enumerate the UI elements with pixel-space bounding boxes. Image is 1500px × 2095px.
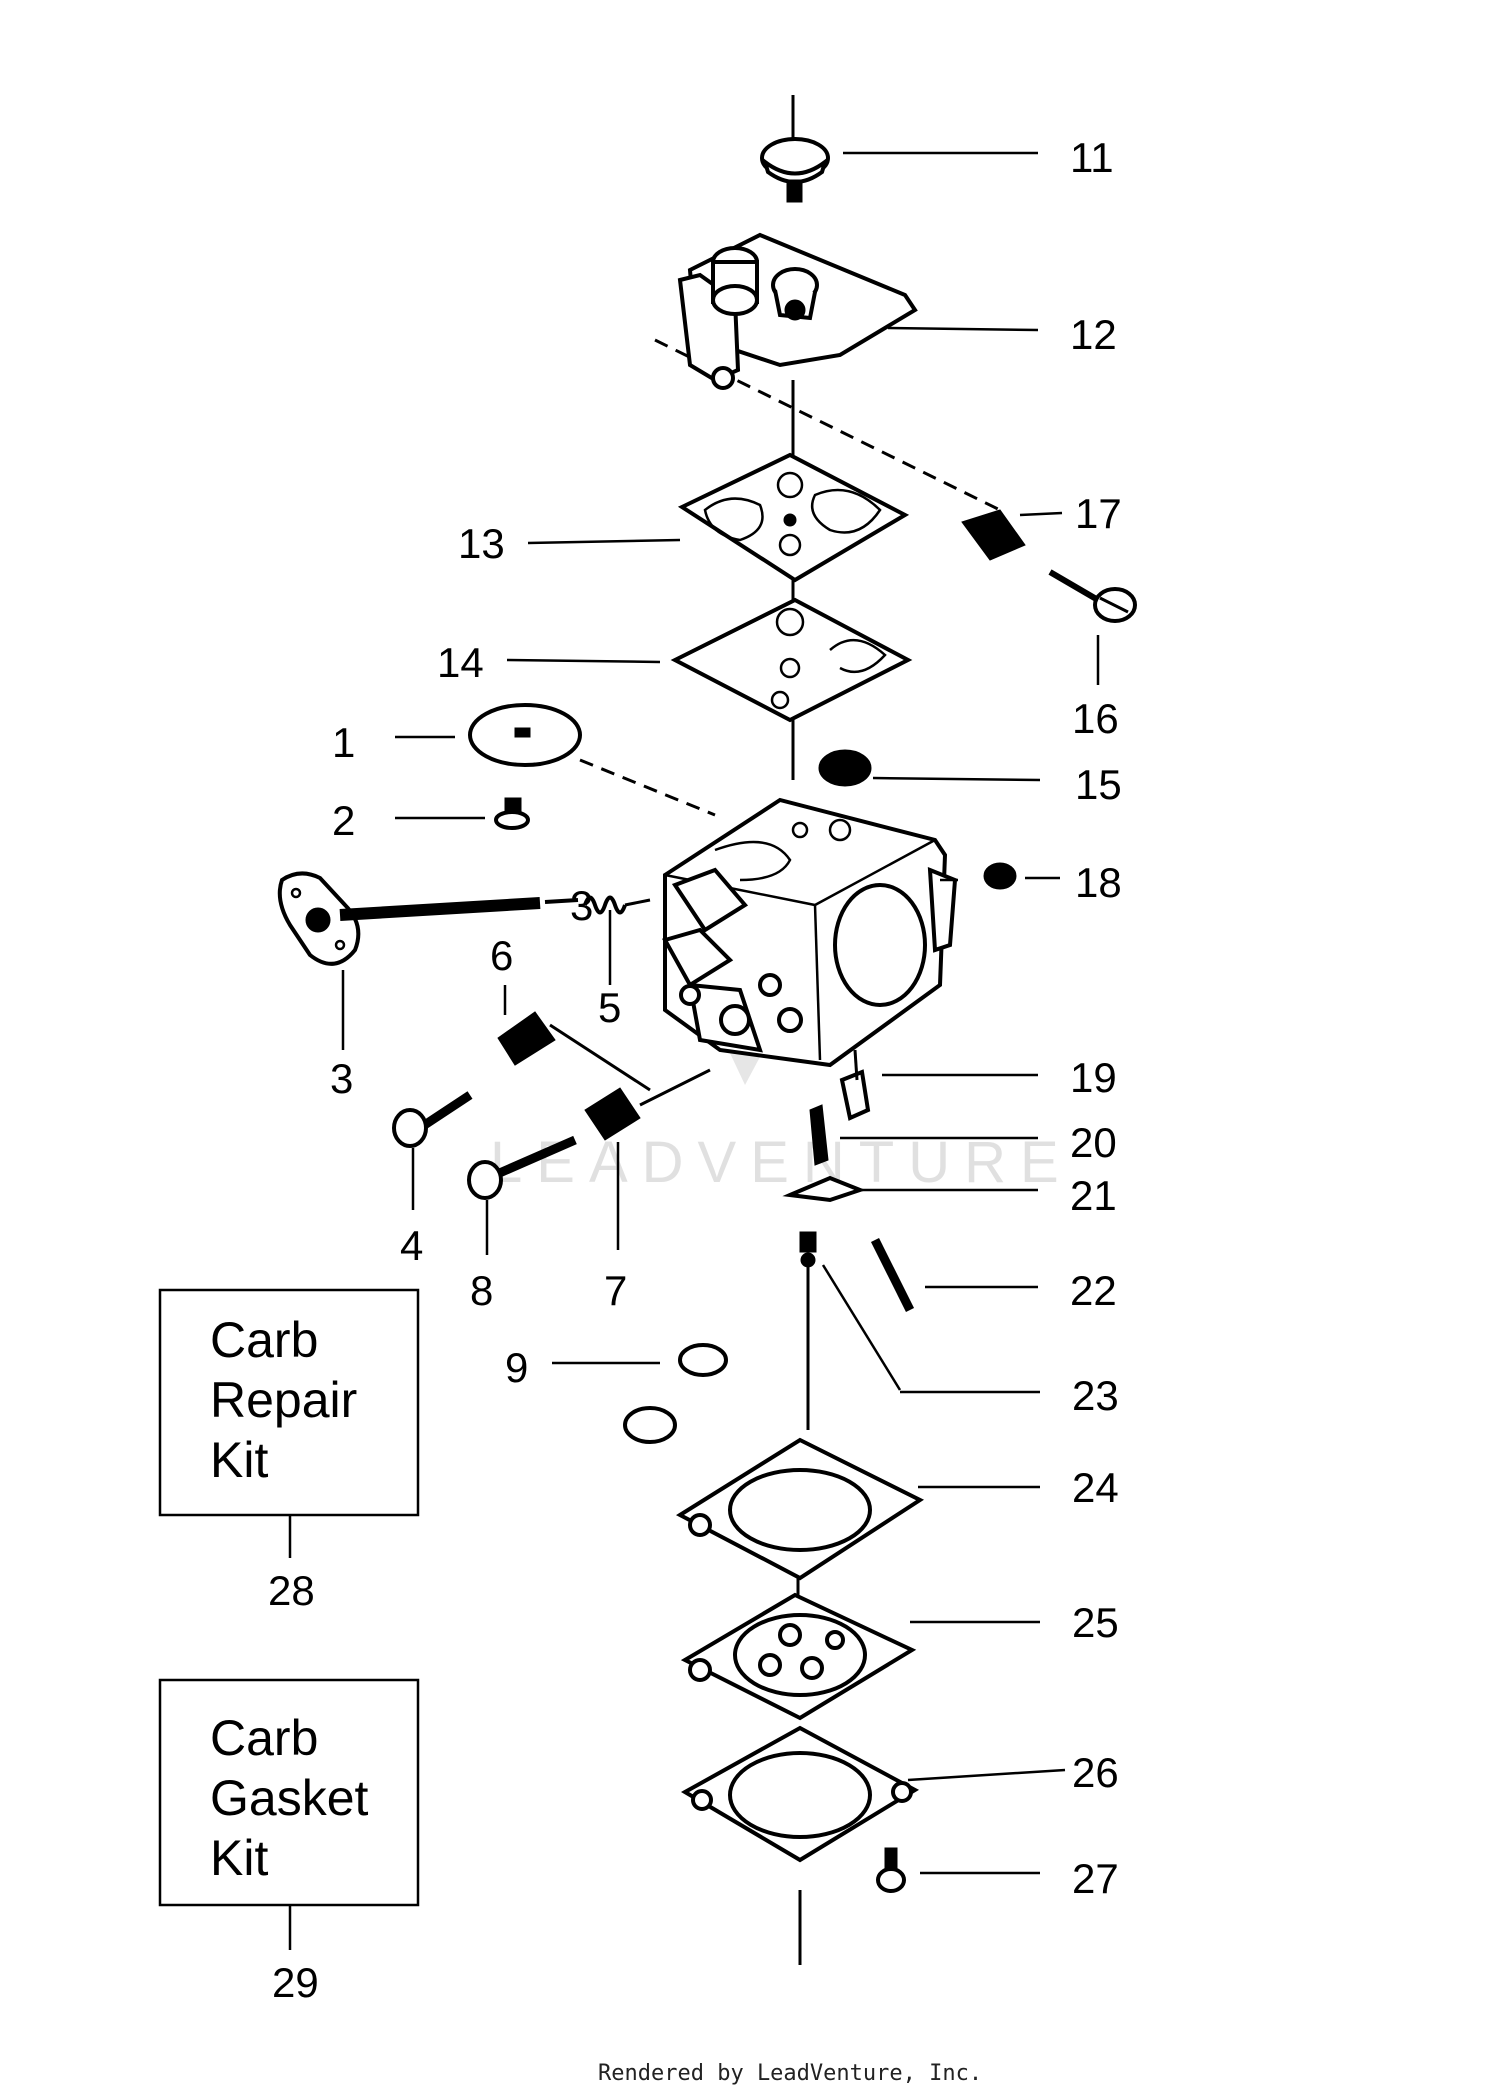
callout-1: 1 (332, 719, 355, 766)
callout-13: 13 (458, 520, 505, 567)
callout-16: 16 (1072, 695, 1119, 742)
callout-20: 20 (1070, 1119, 1117, 1166)
part-7-spring (584, 1068, 711, 1141)
part-16-idle-screw (1048, 569, 1137, 623)
part-24-gasket (675, 1437, 925, 1581)
part-15-plug (818, 749, 872, 787)
callout-7: 7 (604, 1267, 627, 1314)
gasket-kit-line-1: Carb (210, 1710, 318, 1766)
part-25-diaphragm (680, 1592, 917, 1721)
callout-27: 27 (1072, 1855, 1119, 1902)
callout-labels: 11 12 17 13 14 16 15 18 1 2 3 6 5 3 19 2… (268, 134, 1122, 2006)
part-27-screw (876, 1847, 906, 1893)
repair-kit-line-2: Repair (210, 1372, 357, 1428)
callout-21: 21 (1070, 1172, 1117, 1219)
callout-29: 29 (272, 1959, 319, 2006)
part-4-mixture-screw (392, 1091, 473, 1148)
part-19-needle (839, 1049, 871, 1121)
render-credit: Rendered by LeadVenture, Inc. (598, 2061, 982, 2086)
part-8-mixture-screw (467, 1135, 577, 1200)
callout-6: 6 (490, 932, 513, 979)
callout-2: 2 (332, 797, 355, 844)
callout-9: 9 (505, 1344, 528, 1391)
part-14-gasket (670, 597, 913, 723)
callout-8: 8 (470, 1267, 493, 1314)
part-2-screw (494, 797, 530, 830)
repair-kit-line-3: Kit (210, 1432, 268, 1488)
part-3-throttle-spring (583, 895, 651, 915)
leader-lines (341, 151, 1100, 1875)
gasket-kit-line-2: Gasket (210, 1770, 369, 1826)
carb-repair-kit-box: Carb Repair Kit (158, 1288, 420, 1558)
part-11-screw (760, 137, 830, 203)
callout-18: 18 (1075, 859, 1122, 906)
part-13-diaphragm (677, 452, 910, 583)
callout-3: 3 (330, 1055, 353, 1102)
callout-17: 17 (1075, 490, 1122, 537)
part-22-pin (870, 1237, 915, 1313)
part-20-spring (809, 1104, 829, 1166)
callout-5: 5 (598, 984, 621, 1031)
part-6-spring (497, 1011, 651, 1092)
part-12-pump-cover (677, 232, 918, 390)
gasket-kit-line-3: Kit (210, 1830, 268, 1886)
part-9-welch-plugs (623, 1343, 728, 1444)
part-23-screw (799, 1231, 817, 1268)
callout-22: 22 (1070, 1267, 1117, 1314)
part-26-cover (680, 1725, 920, 1863)
watermark-text: LEADVENTURE (490, 1130, 1073, 1195)
callout-19: 19 (1070, 1054, 1117, 1101)
carb-gasket-kit-box: Carb Gasket Kit (158, 1678, 420, 1950)
callout-25: 25 (1072, 1599, 1119, 1646)
carburetor-body (662, 797, 958, 1068)
repair-kit-line-1: Carb (210, 1312, 318, 1368)
callout-23: 23 (1072, 1372, 1119, 1419)
callout-11: 11 (1070, 134, 1114, 181)
part-1-plate (468, 703, 582, 767)
callout-28: 28 (268, 1567, 315, 1614)
callout-15: 15 (1075, 761, 1122, 808)
callout-14: 14 (437, 639, 484, 686)
callout-26: 26 (1072, 1749, 1119, 1796)
callout-3-spring: 3 (570, 882, 593, 929)
part-3-throttle-shaft (277, 871, 579, 966)
part-18-plug (983, 862, 1017, 890)
callout-24: 24 (1072, 1464, 1119, 1511)
callout-4: 4 (400, 1222, 423, 1269)
part-17-spring (961, 509, 1026, 561)
callout-12: 12 (1070, 311, 1117, 358)
